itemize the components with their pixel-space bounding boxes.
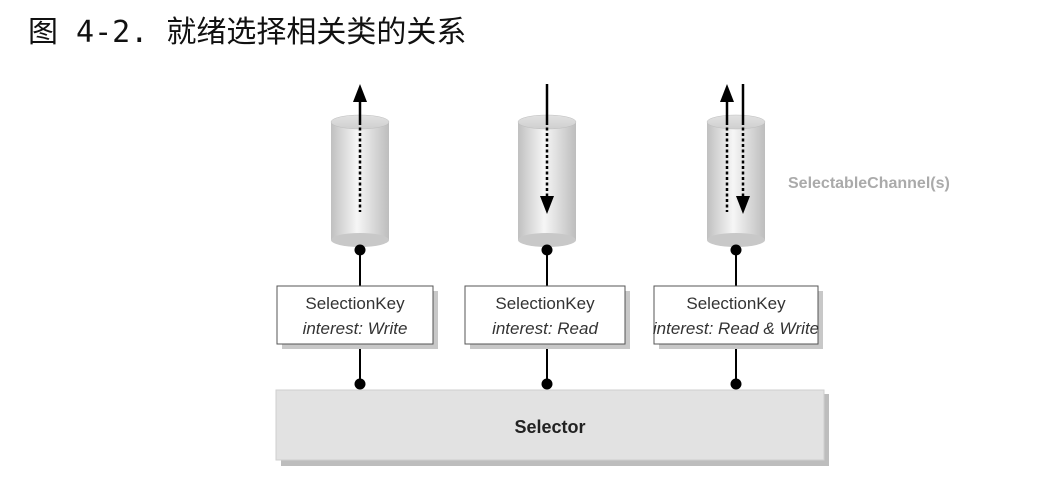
selection-key-box: SelectionKey interest: Write <box>276 285 438 349</box>
channels-label: SelectableChannel(s) <box>788 175 950 192</box>
arrow-down-icon <box>736 196 750 214</box>
connector-dot-top <box>541 244 553 256</box>
connector-dot-top <box>730 244 742 256</box>
channel-cylinder <box>706 114 766 247</box>
arrow-up-icon <box>353 84 367 102</box>
connector-dot-top <box>354 244 366 256</box>
channel-cylinder <box>517 114 577 247</box>
channel-column-read-write: SelectionKey interest: Read & Write <box>653 84 823 390</box>
channel-cylinder <box>330 114 390 247</box>
arrow-up-icon <box>720 84 734 102</box>
selection-key-box: SelectionKey interest: Read <box>464 285 630 349</box>
connector-dot-bottom <box>354 378 366 390</box>
selection-key-interest: interest: Write <box>303 319 408 338</box>
channel-column-write: SelectionKey interest: Write <box>276 84 438 390</box>
selection-key-box: SelectionKey interest: Read & Write <box>653 285 823 349</box>
selection-key-title: SelectionKey <box>305 294 405 313</box>
selection-key-title: SelectionKey <box>686 294 786 313</box>
selection-key-title: SelectionKey <box>495 294 595 313</box>
selector-face <box>275 389 825 461</box>
connector-dot-bottom <box>730 378 742 390</box>
selection-key-interest: interest: Read & Write <box>653 319 819 338</box>
selector-box: Selector <box>275 389 829 466</box>
channel-column-read: SelectionKey interest: Read <box>464 84 630 390</box>
figure-caption: 图 4-2. 就绪选择相关类的关系 <box>28 15 467 50</box>
connector-dot-bottom <box>541 378 553 390</box>
selector-label: Selector <box>514 417 585 437</box>
arrow-down-icon <box>540 196 554 214</box>
selection-key-interest: interest: Read <box>492 319 598 338</box>
